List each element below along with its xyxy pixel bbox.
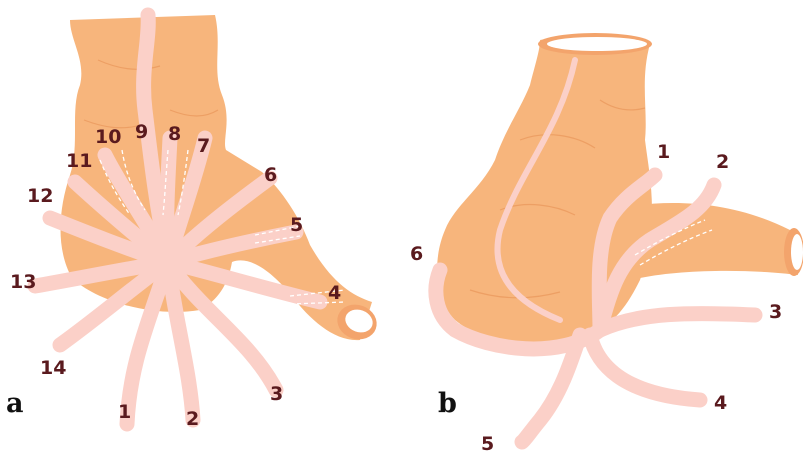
panel-a: 1 2 3 4 5 6 7 8 9 10 11 12 13 14 a <box>6 15 382 430</box>
label-a-12: 12 <box>27 185 53 207</box>
label-a-8: 8 <box>168 123 181 145</box>
panel-b: 1 2 3 4 5 6 b <box>410 33 803 455</box>
label-a-11: 11 <box>66 150 92 172</box>
label-a-1: 1 <box>118 401 131 423</box>
label-b-3: 3 <box>769 301 782 323</box>
label-a-14: 14 <box>40 357 66 379</box>
label-a-3: 3 <box>270 383 283 405</box>
panel-b-letter: b <box>438 388 457 419</box>
panel-a-letter: a <box>6 388 24 419</box>
label-b-2: 2 <box>716 151 729 173</box>
vessel-b-4 <box>590 335 700 400</box>
label-b-6: 6 <box>410 243 423 265</box>
vessel-b-3 <box>600 314 755 330</box>
label-a-5: 5 <box>290 214 303 236</box>
panel-b-intestine <box>437 33 803 346</box>
label-b-5: 5 <box>481 433 494 455</box>
label-a-4: 4 <box>328 282 341 304</box>
label-a-7: 7 <box>197 135 210 157</box>
label-a-13: 13 <box>10 271 36 293</box>
label-a-9: 9 <box>135 121 148 143</box>
label-a-2: 2 <box>186 408 199 430</box>
label-b-4: 4 <box>714 392 727 414</box>
label-a-6: 6 <box>264 164 277 186</box>
label-b-1: 1 <box>657 141 670 163</box>
label-a-10: 10 <box>95 126 121 148</box>
